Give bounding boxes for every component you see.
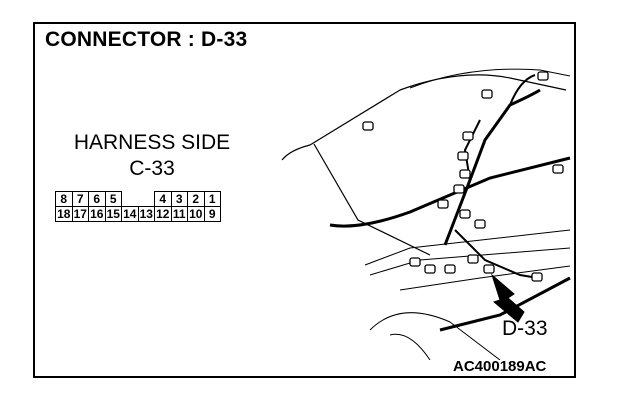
connector-bottom-row: 18 17 16 15 14 13 12 11 10 9 (55, 206, 221, 222)
callout-arrow (490, 273, 525, 323)
vehicle-harness-drawing (281, 68, 571, 360)
pin-cell: 18 (55, 206, 73, 222)
connector-icon (453, 184, 465, 194)
connector-icon (531, 272, 543, 282)
callout-label: D-33 (502, 317, 548, 340)
connector-icon (437, 199, 449, 209)
pin-cell: 1 (203, 191, 221, 207)
roof-line (409, 68, 571, 89)
pin-cell: 10 (187, 206, 205, 222)
harness-connectors (362, 71, 564, 282)
connector-icon (467, 254, 479, 264)
pin-cell: 6 (88, 191, 106, 207)
harness-side-text: HARNESS SIDE (73, 131, 231, 154)
connector-pin-layout: 8 7 6 5 4 3 2 1 18 17 16 15 14 13 12 11 … (55, 191, 221, 222)
connector-icon (462, 131, 474, 141)
connector-icon (459, 169, 471, 179)
pin-cell-empty (138, 191, 155, 207)
pin-cell: 8 (55, 191, 73, 207)
pin-cell: 5 (104, 191, 122, 207)
windshield-outline (281, 74, 567, 256)
figure-code: AC400189AC (453, 358, 547, 375)
connector-icon (457, 151, 469, 161)
connector-icon (552, 164, 564, 174)
connector-icon (537, 71, 549, 81)
pin-cell: 13 (137, 206, 155, 222)
harness-connector-id: C-33 (129, 157, 175, 180)
connector-icon (362, 121, 374, 131)
pin-cell: 9 (203, 206, 221, 222)
pin-cell: 11 (170, 206, 188, 222)
harness-side-label: HARNESS SIDE C-33 (52, 130, 252, 182)
connector-icon (409, 257, 421, 267)
pin-cell: 12 (154, 206, 172, 222)
pin-cell: 3 (170, 191, 188, 207)
pin-cell: 16 (88, 206, 106, 222)
pin-cell: 15 (104, 206, 122, 222)
connector-top-row: 8 7 6 5 4 3 2 1 (55, 191, 221, 207)
harness-lower-wire (439, 276, 571, 332)
connector-icon (459, 209, 471, 219)
connector-title: CONNECTOR : D-33 (45, 28, 248, 51)
connector-icon (444, 264, 456, 274)
connector-icon (474, 219, 486, 229)
connector-icon (483, 264, 495, 274)
pin-cell-empty (122, 192, 139, 207)
connector-icon (481, 89, 493, 99)
connector-icon (424, 264, 436, 274)
pin-cell: 2 (187, 191, 205, 207)
lower-body-outline (369, 312, 501, 360)
harness-main-wire (443, 88, 541, 246)
harness-cross-wire (329, 156, 571, 228)
pin-cell: 7 (71, 191, 89, 207)
pin-cell: 17 (71, 206, 89, 222)
pin-cell: 4 (154, 191, 172, 207)
pin-cell: 14 (121, 206, 139, 222)
